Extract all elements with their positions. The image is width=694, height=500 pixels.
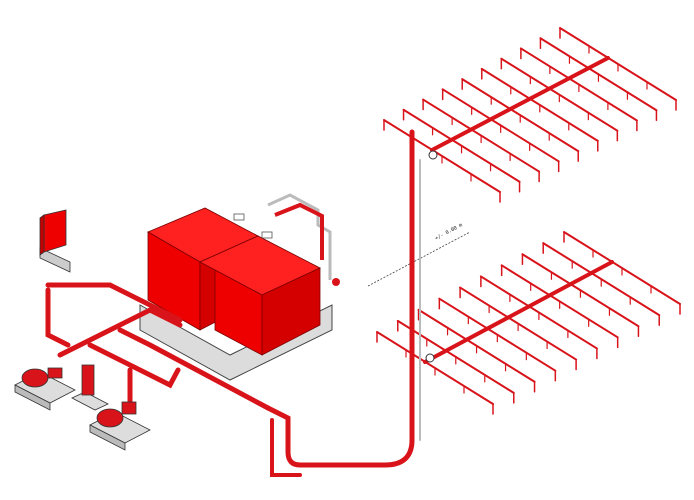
overflow-pipe <box>267 193 332 280</box>
upper-grid-main-pipe <box>430 56 610 152</box>
pump-2 <box>89 401 151 451</box>
alarm-valve-icon <box>428 150 438 160</box>
pump-piping <box>45 282 183 413</box>
floor-level-label: +/- 0.00 m <box>434 222 463 241</box>
water-tank-right <box>199 231 321 356</box>
sprinkler-grids <box>376 27 681 415</box>
control-panel <box>39 209 71 273</box>
inlet-valve-icon <box>332 278 340 286</box>
alarm-valve-icon <box>425 353 435 363</box>
riser-pipe <box>117 129 421 477</box>
pump-1 <box>14 367 76 411</box>
lower-grid-main-pipe <box>423 260 614 364</box>
fill-pipe <box>274 202 324 260</box>
tank-base <box>139 304 333 381</box>
jockey-pump <box>71 364 109 411</box>
